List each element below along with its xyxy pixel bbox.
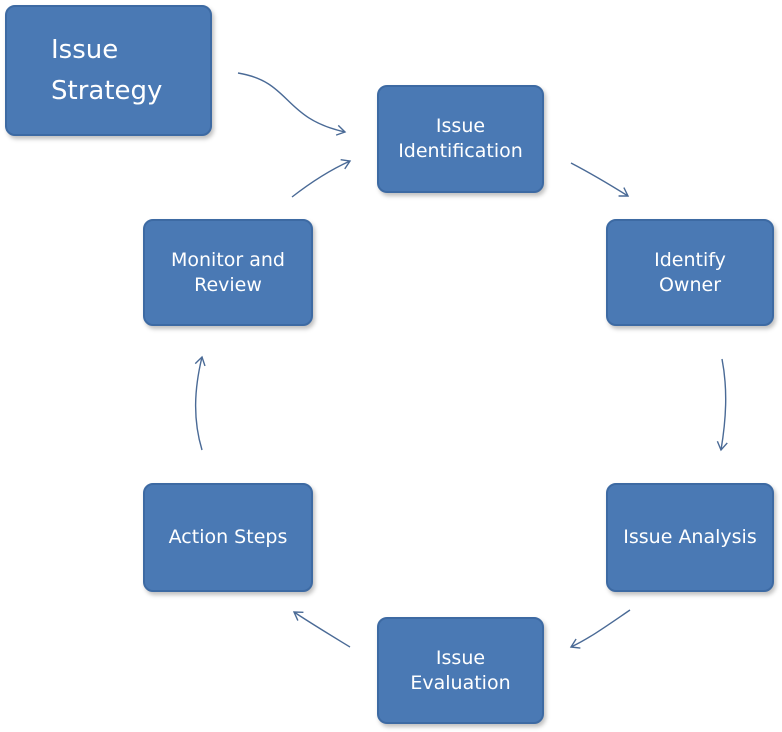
node-issue-evaluation-label: Issue Evaluation xyxy=(410,646,511,694)
node-issue-identification-label: Issue Identification xyxy=(398,115,523,162)
node-issue-identification: Issue Identification xyxy=(377,85,544,193)
node-issue-evaluation: Issue Evaluation xyxy=(377,617,544,724)
arrow-analysis-to-evaluation xyxy=(569,609,631,649)
node-identify-owner: Identify Owner xyxy=(606,219,774,326)
arrow-evaluation-to-action xyxy=(292,611,351,648)
node-monitor-and-review-label: Monitor and Review xyxy=(170,248,285,296)
node-issue-strategy-label: Issue Strategy xyxy=(51,35,163,106)
node-action-steps: Action Steps xyxy=(143,483,313,592)
arrow-owner-to-analysis xyxy=(716,358,728,452)
node-action-steps-label: Action Steps xyxy=(168,526,288,549)
node-issue-analysis: Issue Analysis xyxy=(606,483,774,592)
arrow-monitor-to-identification xyxy=(291,159,352,198)
arrow-identification-to-owner xyxy=(570,162,630,197)
node-issue-strategy: Issue Strategy xyxy=(5,5,212,136)
node-identify-owner-label: Identify Owner xyxy=(654,248,726,296)
arrow-strategy-to-identification xyxy=(237,72,347,136)
node-monitor-and-review: Monitor and Review xyxy=(143,219,313,326)
arrow-action-to-monitor xyxy=(194,355,206,451)
node-issue-analysis-label: Issue Analysis xyxy=(623,526,757,549)
